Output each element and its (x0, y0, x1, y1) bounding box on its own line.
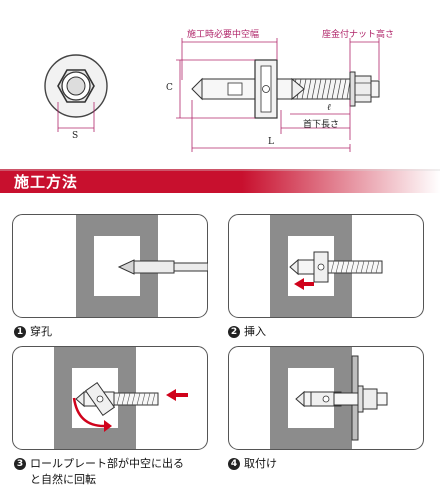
technical-drawing (44, 38, 380, 152)
hex-nut-end-view (44, 54, 108, 118)
step-2-caption: 2 挿入 (228, 324, 266, 340)
label-l-total: L (268, 137, 274, 147)
label-l-small: ℓ (327, 103, 331, 113)
step-4-panel (228, 346, 424, 450)
step-2-text: 挿入 (244, 325, 266, 338)
step-1-caption: 1 穿孔 (14, 324, 52, 340)
step-3-text-line1: ロールプレート部が中空に出る (30, 457, 184, 470)
step-1-panel (12, 214, 208, 318)
step-1-number: 1 (14, 326, 26, 338)
dimension-lines (176, 38, 380, 152)
step-3-panel (12, 346, 208, 450)
section-banner: 施工方法 (0, 165, 440, 199)
step-2-number: 2 (228, 326, 240, 338)
label-c: C (166, 83, 173, 93)
label-nut-height: 座金付ナット高さ (322, 30, 395, 40)
step-2-panel (228, 214, 424, 318)
anchor-bolt-side-view (191, 59, 380, 119)
step-4-caption: 4 取付け (228, 456, 277, 472)
label-below-head-length: 首下長さ (303, 120, 340, 130)
label-hollow-width: 施工時必要中空幅 (187, 30, 260, 40)
step-3-caption: 3 ロールプレート部が中空に出る と自然に回転 (14, 456, 184, 488)
step-4-number: 4 (228, 458, 240, 470)
step-3-number: 3 (14, 458, 26, 470)
section-title: 施工方法 (14, 173, 79, 191)
dimension-s (57, 102, 95, 132)
step-1-text: 穿孔 (30, 325, 52, 338)
label-s: S (72, 131, 79, 141)
step-4-text: 取付け (244, 457, 277, 470)
step-3-text-line2: と自然に回転 (30, 473, 96, 486)
